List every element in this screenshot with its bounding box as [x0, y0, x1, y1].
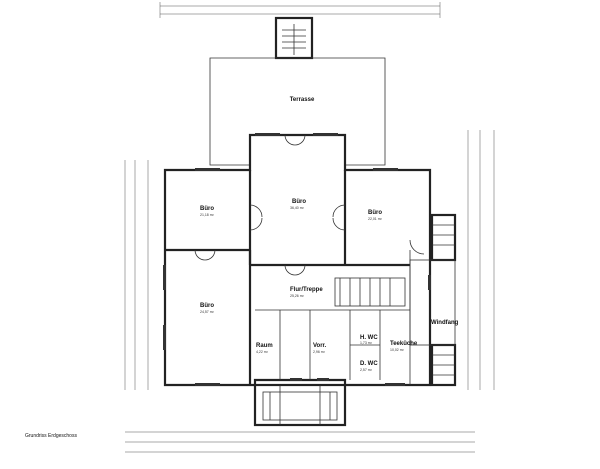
room-area: 21,18 m² — [200, 213, 215, 217]
room-buero-4: Büro 24,57 m² — [200, 303, 215, 314]
room-name: Büro — [292, 199, 306, 205]
side-stairs — [409, 213, 457, 387]
walls — [163, 133, 432, 387]
doors — [194, 134, 425, 276]
room-name: Terrasse — [290, 97, 315, 103]
windows — [163, 133, 431, 386]
room-name: H. WC — [360, 335, 378, 341]
room-area: 24,57 m² — [200, 310, 215, 314]
room-teekueche: Teeküche 10,02 m² — [390, 341, 418, 352]
room-area: 22,01 m² — [368, 217, 383, 221]
room-area: 25,26 m² — [290, 294, 305, 298]
terrace-outline — [209, 57, 386, 166]
room-d-wc: D. WC 2,57 m² — [360, 361, 378, 372]
room-name: Vorr. — [313, 343, 327, 349]
room-windfang: Windfang — [431, 320, 459, 326]
room-name: D. WC — [360, 361, 378, 367]
room-area: 36,40 m² — [290, 206, 305, 210]
room-area: 2,96 m² — [313, 350, 326, 354]
room-terrasse: Terrasse — [290, 97, 315, 103]
room-buero-1: Büro 21,18 m² — [200, 206, 215, 217]
room-buero-3: Büro 22,01 m² — [368, 210, 383, 221]
room-raum: Raum 4,22 m² — [256, 343, 273, 354]
room-area: 10,02 m² — [390, 348, 405, 352]
room-name: Teeküche — [390, 341, 418, 347]
room-buero-2: Büro 36,40 m² — [290, 199, 306, 210]
room-name: Büro — [368, 210, 382, 216]
terrace-stair — [274, 16, 314, 60]
entrance-stair — [253, 383, 347, 427]
room-name: Flur/Treppe — [290, 287, 323, 293]
room-name: Raum — [256, 343, 273, 349]
room-name: Büro — [200, 206, 214, 212]
room-vorraum: Vorr. 2,96 m² — [313, 343, 327, 354]
room-area: 1,73 m² — [360, 341, 373, 345]
room-area: 2,57 m² — [360, 368, 373, 372]
room-h-wc: H. WC 1,73 m² — [360, 335, 378, 345]
room-name: Windfang — [431, 320, 459, 326]
room-area: 4,22 m² — [256, 350, 269, 354]
dimension-lines — [124, 2, 495, 453]
room-name: Büro — [200, 303, 214, 309]
room-flur-treppe: Flur/Treppe 25,26 m² — [290, 287, 323, 298]
plan-title: Grundriss Erdgeschoss — [25, 433, 77, 439]
